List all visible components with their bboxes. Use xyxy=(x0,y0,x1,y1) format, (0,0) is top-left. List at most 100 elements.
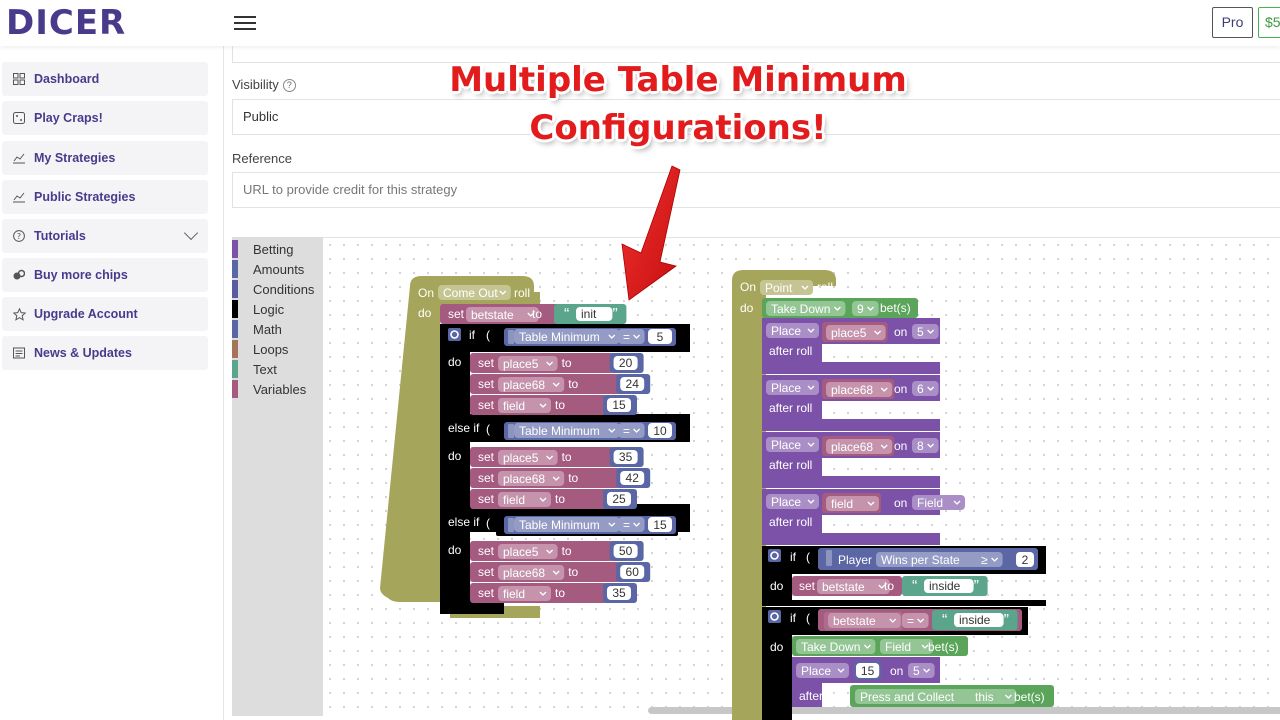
menu-toggle-icon[interactable] xyxy=(234,12,256,32)
place-dropdown[interactable] xyxy=(766,494,819,509)
condition-dropdown[interactable] xyxy=(514,329,620,344)
dropdown-arrow-icon[interactable] xyxy=(991,557,999,562)
dropdown-arrow-icon[interactable] xyxy=(807,328,815,333)
set-place5-block-value-field[interactable] xyxy=(613,356,638,370)
place-dropdown[interactable] xyxy=(766,323,819,338)
number-dropdown[interactable] xyxy=(912,324,939,339)
mutator-gear-icon[interactable] xyxy=(768,610,781,623)
dropdown-arrow-icon[interactable] xyxy=(867,501,875,506)
dropdown-arrow-icon[interactable] xyxy=(552,382,560,387)
visibility-select[interactable]: Public xyxy=(232,99,1280,135)
dropdown-arrow-icon[interactable] xyxy=(608,428,616,433)
operator-dropdown[interactable] xyxy=(618,517,645,532)
dropdown-arrow-icon[interactable] xyxy=(807,442,815,447)
take-down-dropdown[interactable] xyxy=(766,301,846,316)
toolbox-category-text[interactable]: Text xyxy=(232,359,323,379)
operator-dropdown[interactable] xyxy=(618,329,645,344)
dropdown-arrow-icon[interactable] xyxy=(539,403,547,408)
variable-dropdown[interactable] xyxy=(498,565,565,580)
press-dropdown[interactable] xyxy=(855,689,988,704)
variable-dropdown[interactable] xyxy=(498,471,565,486)
text-literal-init-field[interactable] xyxy=(576,307,613,321)
operator-dropdown[interactable] xyxy=(618,423,645,438)
take-down-dropdown[interactable] xyxy=(796,639,876,654)
help-icon[interactable]: ? xyxy=(282,79,296,92)
variable-dropdown[interactable] xyxy=(498,356,558,371)
number-field[interactable] xyxy=(648,517,672,532)
variable-dropdown[interactable] xyxy=(817,579,890,594)
set-place5-block-value-field[interactable] xyxy=(613,450,638,464)
toolbox-category-conditions[interactable]: Conditions xyxy=(232,279,323,299)
condition-dropdown[interactable] xyxy=(514,423,620,438)
event-dropdown[interactable] xyxy=(438,285,511,300)
dropdown-arrow-icon[interactable] xyxy=(807,385,815,390)
variable-dropdown[interactable] xyxy=(826,496,879,511)
mutator-gear-icon[interactable] xyxy=(768,549,781,562)
dropdown-arrow-icon[interactable] xyxy=(923,668,931,673)
dropdown-arrow-icon[interactable] xyxy=(921,644,929,649)
toolbox-category-amounts[interactable]: Amounts xyxy=(232,259,323,279)
number-field[interactable] xyxy=(648,423,672,438)
dropdown-arrow-icon[interactable] xyxy=(880,444,888,449)
number-dropdown[interactable] xyxy=(908,663,935,678)
dropdown-arrow-icon[interactable] xyxy=(889,618,897,623)
number-dropdown[interactable] xyxy=(912,381,939,396)
set-field-block-value-field[interactable] xyxy=(607,492,631,506)
toolbox-category-variables[interactable]: Variables xyxy=(232,379,323,399)
reference-input[interactable]: URL to provide credit for this strategy xyxy=(232,172,1280,208)
set-field-block-value-field[interactable] xyxy=(607,398,631,412)
dropdown-arrow-icon[interactable] xyxy=(837,668,845,673)
description-field-bottom[interactable] xyxy=(232,46,1280,63)
place-dropdown[interactable] xyxy=(766,437,819,452)
dropdown-arrow-icon[interactable] xyxy=(927,386,935,391)
set-place5-block-value-field[interactable] xyxy=(613,544,638,558)
sidebar-item-my-strategies[interactable]: My Strategies xyxy=(2,141,208,175)
dropdown-arrow-icon[interactable] xyxy=(807,499,815,504)
variable-dropdown[interactable] xyxy=(826,439,893,454)
dropdown-arrow-icon[interactable] xyxy=(546,549,554,554)
dropdown-arrow-icon[interactable] xyxy=(552,570,560,575)
dropdown-arrow-icon[interactable] xyxy=(633,428,641,433)
condition-dropdown[interactable] xyxy=(514,517,620,532)
dropdown-arrow-icon[interactable] xyxy=(552,476,560,481)
target-dropdown[interactable] xyxy=(970,689,1017,704)
dropdown-arrow-icon[interactable] xyxy=(953,500,961,505)
sidebar-item-news[interactable]: News & Updates xyxy=(2,336,208,370)
set-place68-block-value-field[interactable] xyxy=(620,565,645,579)
dropdown-arrow-icon[interactable] xyxy=(539,591,547,596)
sidebar-item-dashboard[interactable]: Dashboard xyxy=(2,62,208,96)
pro-button[interactable]: Pro xyxy=(1212,7,1253,38)
stat-dropdown[interactable] xyxy=(876,552,989,567)
set-place68-block-value-field[interactable] xyxy=(620,377,645,391)
variable-dropdown[interactable] xyxy=(826,382,893,397)
chips-balance-button[interactable]: $5 xyxy=(1258,7,1280,38)
number-field[interactable] xyxy=(1016,552,1034,567)
set-place68-block-value-field[interactable] xyxy=(620,471,645,485)
dropdown-arrow-icon[interactable] xyxy=(527,312,535,317)
mutator-gear-icon[interactable] xyxy=(448,328,461,341)
toolbox-category-logic[interactable]: Logic xyxy=(232,299,323,319)
sidebar-item-play-craps[interactable]: Play Craps! xyxy=(2,101,208,135)
event-block-come-out[interactable] xyxy=(380,276,540,602)
variable-dropdown[interactable] xyxy=(498,544,558,559)
dropdown-arrow-icon[interactable] xyxy=(833,306,841,311)
place-dropdown[interactable] xyxy=(766,380,819,395)
place-dropdown[interactable] xyxy=(796,663,849,678)
number-field[interactable] xyxy=(648,329,672,344)
dropdown-arrow-icon[interactable] xyxy=(927,443,935,448)
sidebar-item-tutorials[interactable]: ? Tutorials xyxy=(2,219,208,253)
variable-dropdown[interactable] xyxy=(466,307,539,322)
dropdown-arrow-icon[interactable] xyxy=(874,330,882,335)
sidebar-item-buy-chips[interactable]: Buy more chips xyxy=(2,258,208,292)
workspace-horizontal-scrollbar[interactable] xyxy=(648,707,1280,714)
variable-dropdown[interactable] xyxy=(498,586,551,601)
variable-dropdown[interactable] xyxy=(498,450,558,465)
event-block-point[interactable] xyxy=(732,270,836,720)
amount-field[interactable] xyxy=(856,663,880,678)
dropdown-arrow-icon[interactable] xyxy=(880,387,888,392)
set-field-block-value-field[interactable] xyxy=(607,586,631,600)
dropdown-arrow-icon[interactable] xyxy=(1004,694,1012,699)
take-down-field-dropdown[interactable] xyxy=(880,639,933,654)
dropdown-arrow-icon[interactable] xyxy=(927,329,935,334)
variable-dropdown[interactable] xyxy=(498,398,551,413)
